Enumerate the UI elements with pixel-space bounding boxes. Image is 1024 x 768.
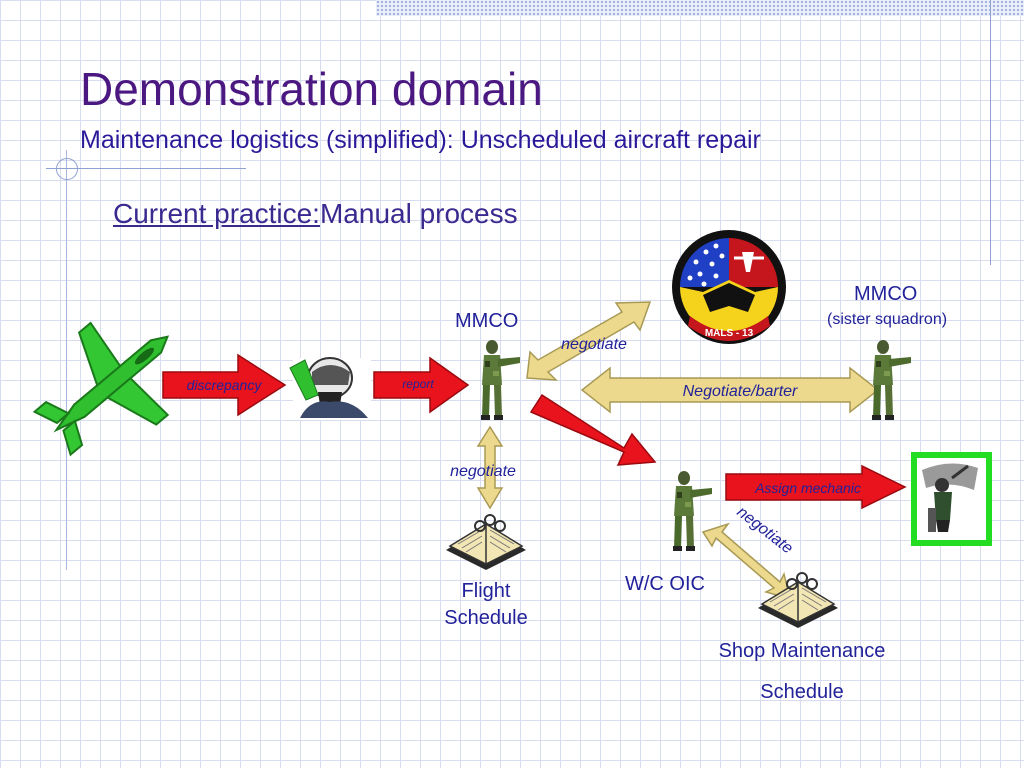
negotiate-top-label: negotiate — [561, 336, 627, 353]
assign-mechanic-arrow — [725, 464, 907, 510]
negotiate-flight-arrow — [476, 425, 504, 510]
mmco-label: MMCO — [455, 310, 519, 332]
mechanic-icon — [911, 452, 992, 546]
pilot-icon — [289, 357, 371, 420]
green-jet-icon — [32, 321, 170, 457]
assign-mechanic-label: Assign mechanic — [754, 480, 861, 496]
sister-squadron-note: (sister squadron) — [827, 311, 948, 328]
mmco-soldier-icon — [481, 340, 520, 420]
flight-schedule-book-icon — [445, 514, 527, 571]
decorative-line — [66, 150, 67, 570]
header-band — [376, 0, 1024, 16]
discrepancy-label: discrepancy — [187, 377, 263, 393]
wc-oic-soldier-icon — [673, 471, 712, 551]
page-subtitle: Maintenance logistics (simplified): Unsc… — [80, 126, 761, 154]
squadron-logo-text: MALS - 13 — [705, 328, 754, 339]
negotiate-flight-label: negotiate — [450, 463, 516, 480]
decorative-line — [990, 0, 991, 265]
page-title: Demonstration domain — [80, 63, 543, 115]
flight-schedule-label-line1: Flight — [461, 580, 511, 602]
practice-heading: Current practice:Manual process — [113, 198, 518, 230]
sister-mmco-label: MMCO — [854, 283, 918, 305]
practice-value: Manual process — [319, 198, 518, 229]
squadron-logo-icon: MALS - 13 — [672, 230, 786, 344]
discrepancy-arrow — [162, 353, 287, 417]
crosshair-ornament — [56, 158, 78, 180]
dispatch-arrow — [529, 393, 657, 466]
report-label: report — [402, 377, 434, 391]
report-arrow — [373, 356, 470, 414]
decorative-line — [46, 168, 246, 169]
practice-label: Current practice: — [113, 198, 320, 229]
shop-schedule-label-line2: Schedule — [760, 681, 844, 703]
wc-oic-label: W/C OIC — [625, 573, 705, 595]
negotiate-top-arrow — [526, 301, 652, 381]
shop-schedule-label-line1: Shop Maintenance — [718, 640, 886, 662]
negotiate-barter-label: Negotiate/barter — [683, 383, 798, 400]
sister-mmco-soldier-icon — [872, 340, 911, 420]
flight-schedule-label-line2: Schedule — [444, 607, 528, 629]
